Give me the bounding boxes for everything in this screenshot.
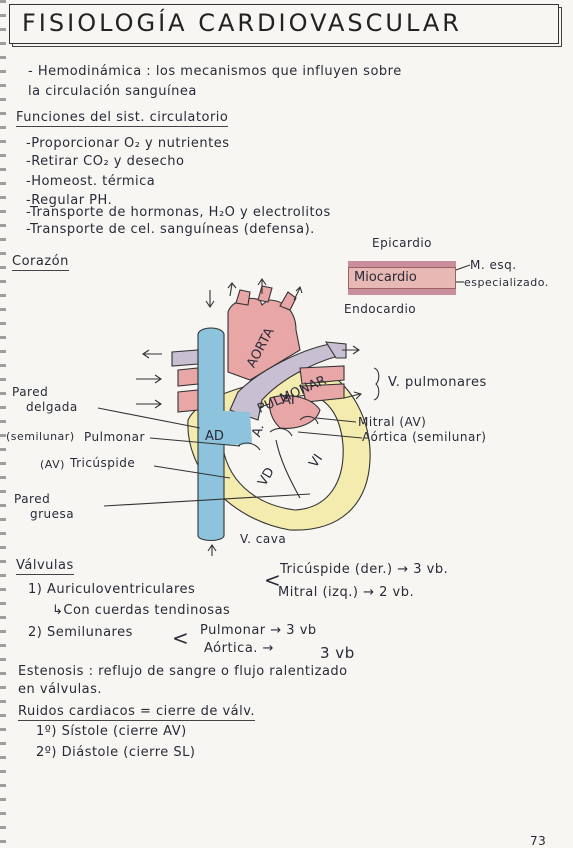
valve-pulmonar: Pulmonar → 3 vb (200, 623, 317, 638)
miocardio-label: Miocardio (354, 270, 417, 285)
pulmonary-vein (177, 389, 199, 413)
page-number: 73 (530, 834, 547, 848)
tricuspide-label: Tricúspide (70, 456, 136, 470)
flow-arrows (136, 278, 363, 556)
layer-leader (455, 264, 471, 271)
left-atrium (268, 395, 321, 429)
a-label: A. (249, 422, 267, 439)
ad-label: AD (205, 429, 224, 444)
valve-tricuspide: Tricúspide (der.) → 3 vb. (280, 562, 449, 577)
intro-line-2: la circulación sanguínea (28, 84, 197, 99)
stenosis-line-1: Estenosis : reflujo de sangre o flujo ra… (18, 664, 348, 679)
especializado-label: especializado. (464, 276, 549, 289)
valves-heading: Válvulas (16, 558, 74, 575)
functions-heading: Funciones del sist. circulatorio (16, 110, 229, 127)
brace: < (264, 568, 282, 592)
sounds-heading: Ruidos cardiacos = cierre de válv. (18, 704, 256, 721)
valve-flaps (237, 415, 319, 451)
aortic-branch (279, 291, 297, 311)
septum (275, 439, 301, 499)
aortica-label: Aórtica (semilunar) (362, 430, 487, 444)
pared-gruesa-label-1: Pared (14, 492, 51, 506)
epicardio-layer (348, 261, 456, 267)
epicardio-label: Epicardio (372, 236, 432, 250)
av-tag: (AV) (40, 458, 65, 471)
endocardio-layer (348, 289, 456, 295)
function-item: -Regular PH. (26, 193, 113, 208)
heart-heading: Corazón (12, 254, 69, 271)
m-esq-label: M. esq. (470, 258, 517, 272)
pared-gruesa-label-2: gruesa (30, 507, 75, 521)
leader-lines (97, 407, 363, 507)
pared-delgada-label-1: Pared (12, 385, 49, 399)
semilunar-tag: (semilunar) (6, 430, 75, 443)
stenosis-line-2: en válvulas. (18, 682, 103, 697)
heart-wall-layers: Miocardio (348, 261, 456, 295)
valve-mitral: Mitral (izq.) → 2 vb. (278, 585, 415, 600)
sound-item: 2º) Diástole (cierre SL) (36, 745, 196, 760)
brace: < (172, 626, 190, 650)
valve-av-label: 1) Auriculoventriculares (28, 582, 196, 597)
notebook-spiral (0, 0, 6, 848)
pared-delgada-label-2: delgada (26, 400, 78, 414)
ai-label: AI (282, 393, 295, 408)
endocardio-label: Endocardio (344, 302, 417, 316)
function-item: -Transporte de cel. sanguíneas (defensa)… (26, 222, 315, 237)
v-pulmonares-bracket (373, 367, 380, 401)
function-item: -Retirar CO₂ y desecho (26, 154, 185, 169)
valve-aortica: Aórtica. → (204, 641, 274, 656)
title-box (9, 4, 559, 44)
sound-item: 1º) Sístole (cierre AV) (36, 724, 187, 739)
miocardio-layer (348, 267, 456, 289)
valve-sl-label: 2) Semilunares (28, 625, 133, 640)
pulmonary-branch (324, 341, 347, 359)
valve-aortica-value: 3 vb (320, 644, 355, 662)
pulmonar-valve-label: Pulmonar (84, 430, 145, 444)
v-cava-label: V. cava (240, 532, 287, 546)
aortic-branch (235, 289, 251, 306)
function-item: -Transporte de hormonas, H₂O y electroli… (26, 205, 331, 220)
valve-av-note: ↳Con cuerdas tendinosas (52, 603, 231, 618)
pulmonary-vein (299, 365, 345, 385)
pulmonary-branch (171, 349, 199, 367)
page-title: FISIOLOGÍA CARDIOVASCULAR (22, 9, 462, 37)
right-atrium (200, 410, 252, 446)
function-item: -Proporcionar O₂ y nutrientes (26, 136, 230, 151)
pulmonary-vein (177, 367, 199, 387)
v-pulmonares-label: V. pulmonares (388, 375, 487, 390)
mitral-label: Mitral (AV) (358, 415, 427, 429)
intro-line-1: - Hemodinámica : los mecanismos que infl… (28, 64, 402, 79)
function-item: -Homeost. térmica (26, 174, 156, 189)
